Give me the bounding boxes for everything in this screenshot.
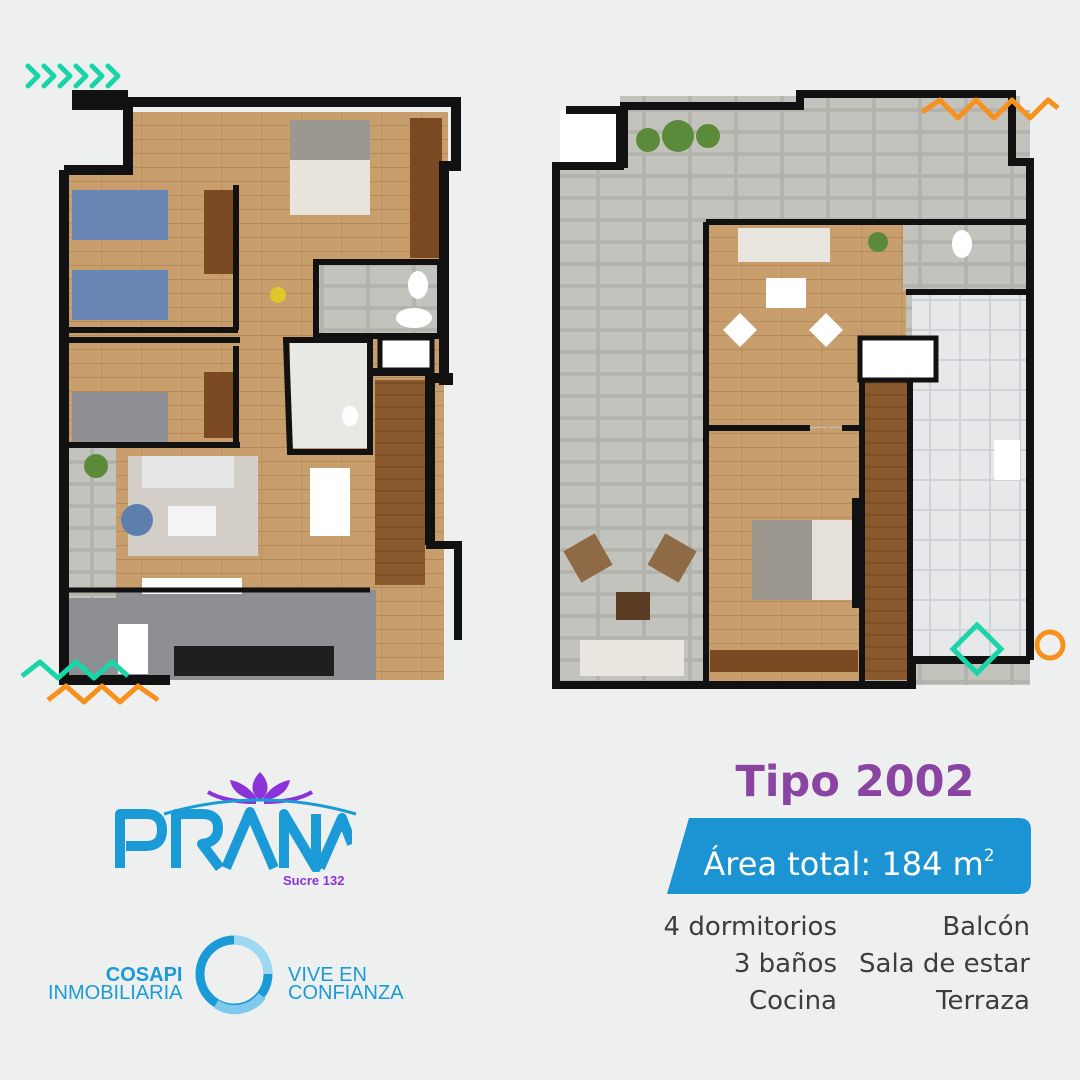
feature-left-1: 4 dormitorios: [663, 912, 837, 942]
zigzag-decoration-orange-top: [920, 97, 1060, 121]
slogan: VIVE EN CONFIANZA: [288, 964, 404, 1004]
prana-wordmark: [115, 807, 352, 872]
chevrons-decoration: [25, 63, 121, 89]
feature-right-3: Terraza: [936, 986, 1030, 1016]
area-label: Área total: 184 m: [703, 845, 984, 883]
ring-icon: [195, 935, 273, 1015]
badge-shape: [667, 818, 1031, 894]
area-total-text: Área total: 184 m2: [667, 818, 1031, 894]
developer-division: INMOBILIARIA: [48, 982, 183, 1004]
floor-plans-illustration: [20, 63, 1066, 705]
circle-decoration: [1034, 629, 1066, 661]
diamond-decoration: [949, 621, 1005, 677]
developer-logo-text: COSAPI INMOBILIARIA: [48, 964, 183, 1004]
slogan-line-2: CONFIANZA: [288, 982, 404, 1004]
zigzag-decoration-teal: [20, 659, 130, 681]
left-floor-plan: [59, 90, 462, 685]
area-badge: Área total: 184 m2: [667, 818, 1031, 894]
zigzag-decoration-orange-bottom: [46, 683, 160, 705]
feature-right-1: Balcón: [942, 912, 1030, 942]
feature-left-3: Cocina: [749, 986, 837, 1016]
slogan-line-1: VIVE EN: [288, 964, 367, 986]
lotus-icon: [163, 772, 357, 816]
feature-left-2: 3 baños: [733, 949, 837, 979]
unit-type-title: Tipo 2002: [735, 757, 975, 807]
area-superscript: 2: [983, 846, 995, 866]
developer-name: COSAPI: [105, 964, 183, 986]
right-floor-plan: [552, 90, 1034, 689]
feature-right-2: Sala de estar: [859, 949, 1030, 979]
project-address: Sucre 132: [283, 873, 345, 888]
